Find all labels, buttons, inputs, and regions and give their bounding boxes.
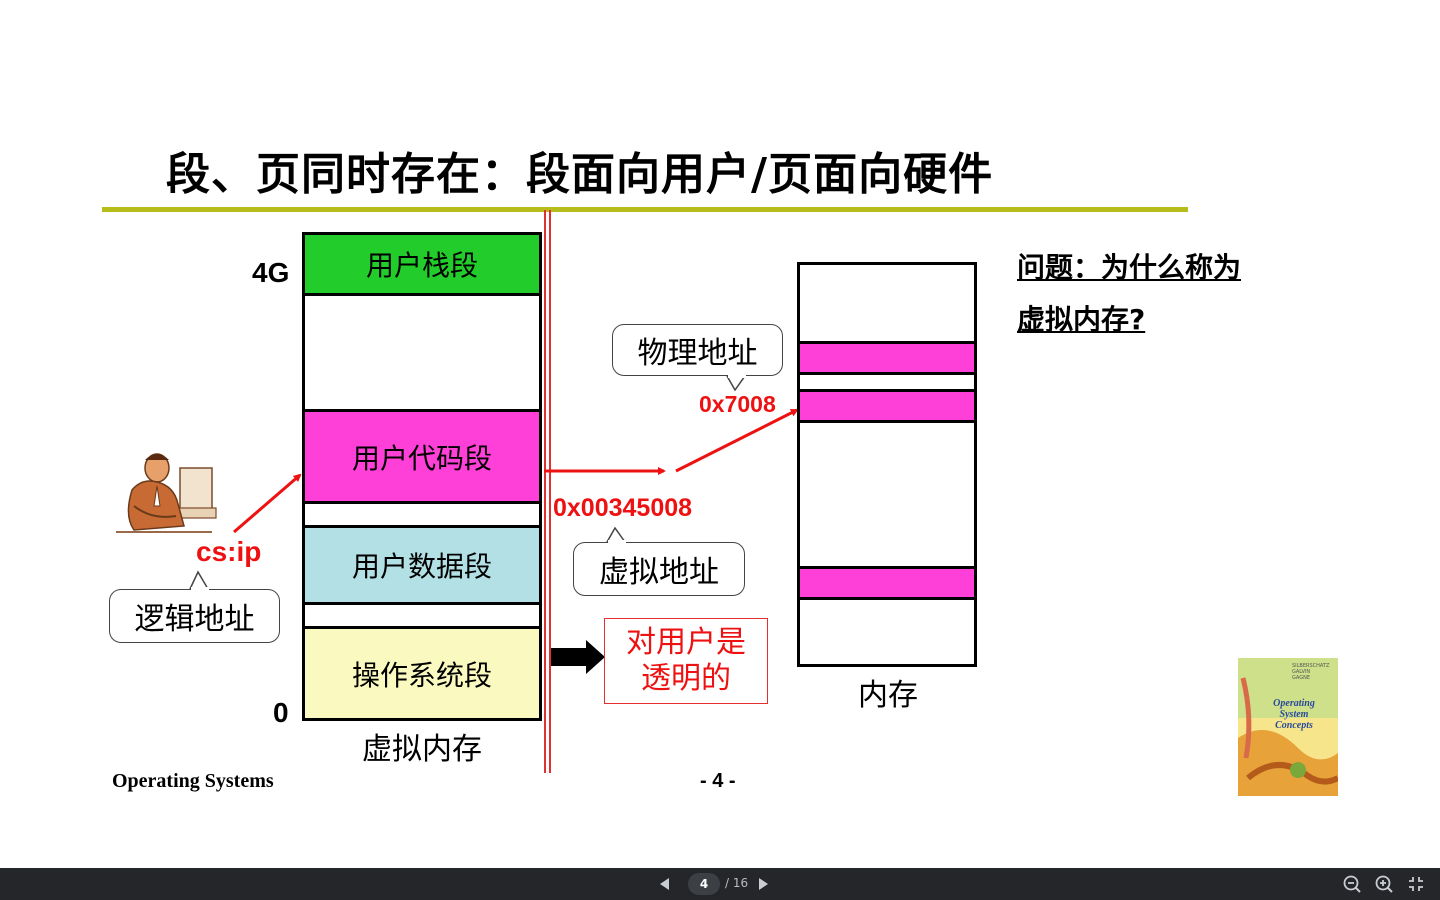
transparent-line-2: 透明的 [641,661,731,697]
footer-course: Operating Systems [112,770,274,793]
memory-page [800,566,974,600]
book-cover: SILBERSCHATZ GALVIN GAGNE Operating Syst… [1238,658,1338,796]
book-title-line: Concepts [1254,720,1334,731]
question-text: 问题：为什么称为 虚拟内存? [1017,242,1287,346]
prev-page-button[interactable] [654,868,676,900]
footer-page-number: - 4 - [700,770,736,793]
next-page-icon [758,878,768,890]
page-total-label: / 16 [725,876,748,890]
memory-page [800,341,974,375]
zoom-out-button[interactable] [1340,868,1364,900]
transparent-line-1: 对用户是 [626,625,746,661]
zoom-out-icon [1343,875,1361,893]
book-title: Operating System Concepts [1254,698,1334,731]
viewer-toolbar [0,868,1440,900]
question-line-1: 问题：为什么称为 [1017,251,1241,284]
zoom-in-icon [1375,875,1393,893]
transparent-note: 对用户是 透明的 [604,618,768,704]
memory-label: 内存 [858,670,918,714]
book-author: GAGNE [1292,675,1329,681]
fullscreen-icon [1408,876,1424,892]
question-line-2: 虚拟内存? [1017,303,1145,336]
book-title-line: Operating [1254,698,1334,709]
linear-to-physical-arrow [676,410,797,471]
fullscreen-button[interactable] [1404,868,1428,900]
next-page-button[interactable] [752,868,774,900]
memory-page [800,389,974,423]
logical-to-code-arrow [234,475,300,532]
arrows-layer [0,0,1440,868]
physical-memory [797,262,977,667]
prev-page-icon [660,878,670,890]
book-authors: SILBERSCHATZ GALVIN GAGNE [1292,663,1329,681]
zoom-in-button[interactable] [1372,868,1396,900]
page-number-input[interactable]: 4 [688,873,720,895]
transparent-arrow [551,640,605,674]
book-title-line: System [1254,709,1334,720]
